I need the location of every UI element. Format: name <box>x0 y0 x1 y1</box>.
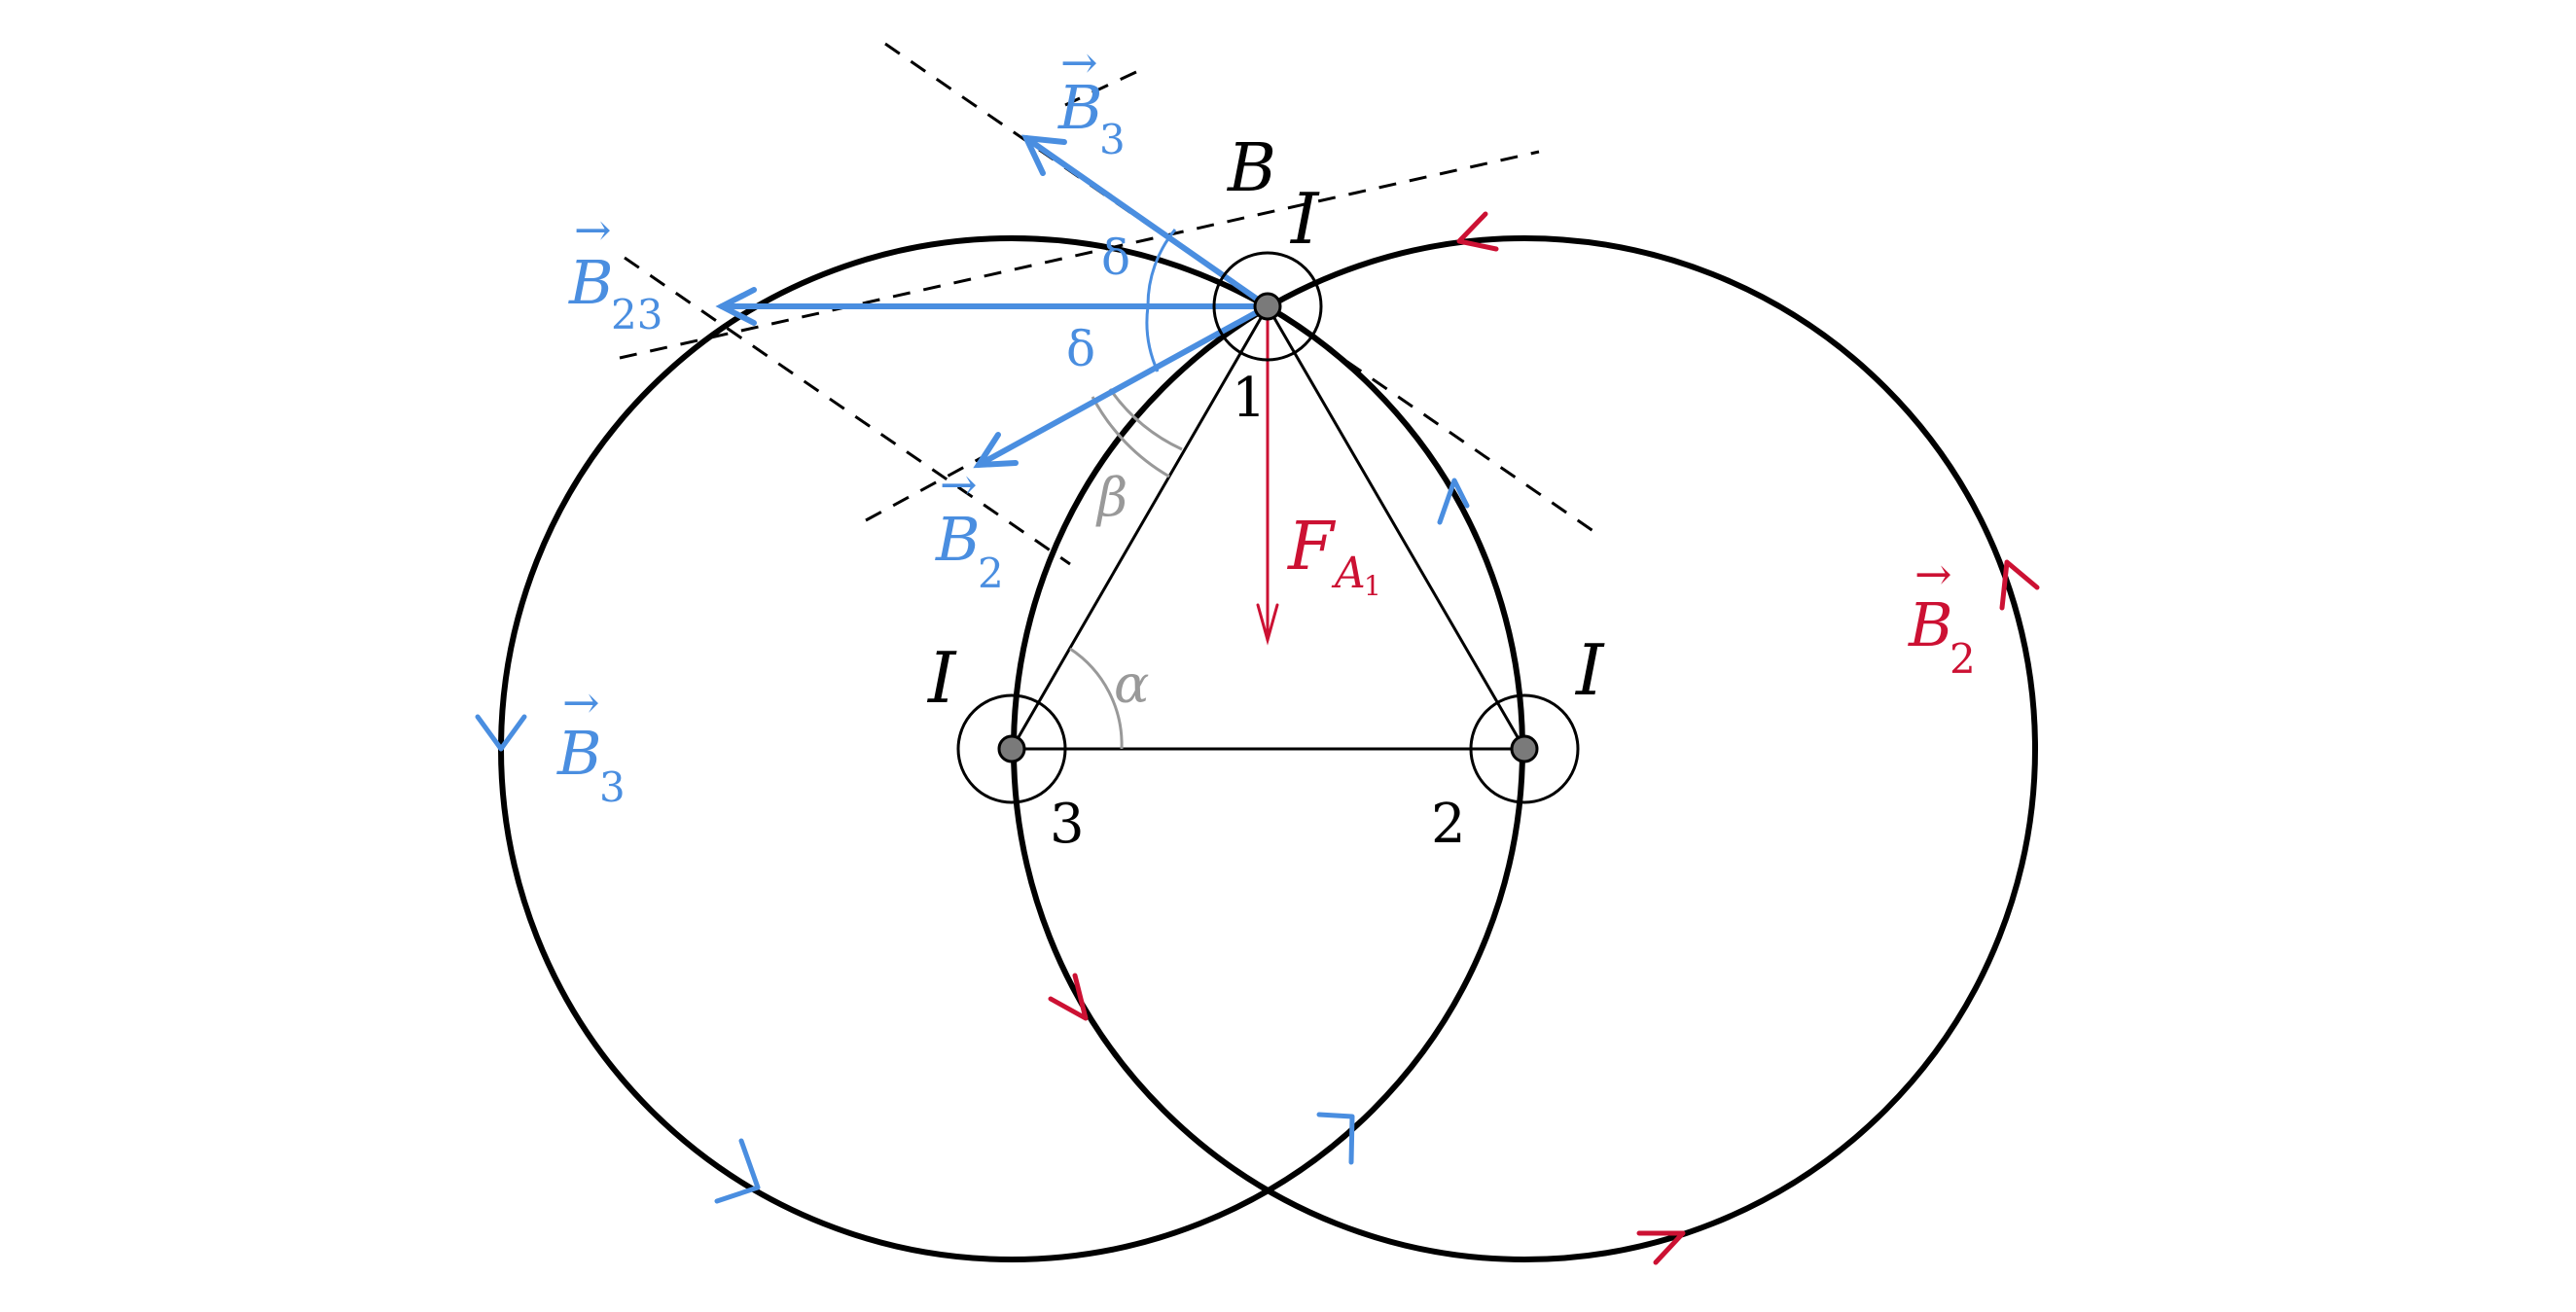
dashed-line-parallel-1 <box>1064 70 1137 107</box>
chevron-blue-left <box>475 714 527 752</box>
dashed-construction-lines <box>619 42 1604 566</box>
wire-3-dot <box>997 734 1026 763</box>
vector-B2-left-head <box>973 432 1019 469</box>
label-vector-B3-top-sub: 3 <box>1099 116 1126 163</box>
label-current-wire-1: I <box>1289 178 1320 260</box>
dashed-line-tangent-1 <box>884 42 1604 540</box>
label-vector-B2-right-arrow: → <box>1914 548 1952 600</box>
chevron-red-top <box>1456 211 1499 252</box>
label-vector-B3-left: → B 3 <box>556 676 626 811</box>
chevron-blue-bottom-middle <box>1316 1112 1355 1165</box>
wire-2-dot <box>1510 734 1539 763</box>
label-vector-B3-left-letter: B <box>556 718 602 789</box>
dashed-line-parallel-3 <box>865 455 984 522</box>
force-vector-head <box>1256 603 1279 646</box>
label-vector-B2-right-sub: 2 <box>1950 635 1976 683</box>
label-vector-B23-letter: B <box>568 247 614 318</box>
label-vector-B2-left: → B 2 <box>935 458 1004 597</box>
label-vector-B3-left-sub: 3 <box>599 763 626 811</box>
label-vector-B2-left-letter: B <box>935 504 981 575</box>
label-angle-beta: β <box>1095 467 1127 528</box>
wire-2-current-ring <box>1469 693 1580 804</box>
label-angle-delta-upper: δ <box>1101 230 1130 286</box>
label-wire-2-number: 2 <box>1431 793 1466 856</box>
dashed-line-tangent-2 <box>619 150 1540 360</box>
blue-vectors <box>715 134 1270 469</box>
vector-B3-top-head <box>1021 134 1067 176</box>
label-vector-B3-top-arrow: → <box>1060 36 1098 89</box>
label-angle-alpha: α <box>1114 654 1149 715</box>
label-current-wire-2: I <box>1574 629 1605 711</box>
label-angle-delta-lower: δ <box>1066 321 1095 377</box>
label-vector-B3-top-letter: B <box>1057 72 1103 143</box>
arc-alpha <box>1069 647 1124 750</box>
label-vector-B2-left-arrow: → <box>940 458 978 511</box>
wire-1-dot <box>1253 292 1282 321</box>
label-current-wire-3: I <box>926 637 957 719</box>
chevron-red-bottom <box>1636 1230 1686 1265</box>
label-wire-1-number: 1 <box>1232 367 1267 430</box>
arc-beta-inner <box>1108 388 1183 451</box>
chevron-blue-bottom-left <box>714 1138 761 1204</box>
chevron-red-right <box>1999 559 2040 611</box>
label-force-letter: F <box>1286 509 1337 585</box>
label-vector-B3-top: → B 3 <box>1057 36 1126 163</box>
label-force-subsub: 1 <box>1364 570 1381 602</box>
wire-3-current-ring <box>956 693 1067 804</box>
label-wire-3-number: 3 <box>1050 793 1085 856</box>
label-vector-B23-sub: 23 <box>611 291 662 338</box>
wire-1 <box>1212 251 1323 362</box>
dashed-line-parallel-2 <box>624 256 1071 566</box>
wire-2 <box>1469 693 1580 804</box>
label-vector-B2-right: → B 2 <box>1908 548 1976 683</box>
label-field-B: B <box>1226 130 1276 207</box>
arc-delta-lower <box>1145 305 1160 372</box>
triangle-side-2-1 <box>1266 305 1526 750</box>
label-vector-B2-right-letter: B <box>1908 589 1953 660</box>
direction-chevrons <box>475 211 2040 1265</box>
label-vector-B2-left-sub: 2 <box>978 550 1004 597</box>
triangle-side-3-1 <box>1010 305 1270 750</box>
label-vector-B23-arrow: → <box>574 203 612 256</box>
arc-beta-outer <box>1091 396 1170 479</box>
vector-B23-head <box>715 287 757 326</box>
label-force: F A 1 <box>1286 509 1381 602</box>
label-vector-B3-left-arrow: → <box>562 676 600 728</box>
label-force-sub: A <box>1331 549 1366 598</box>
vector-B3-top-shaft <box>1023 135 1270 309</box>
chevron-blue-middle-right <box>1437 478 1470 525</box>
wire-3 <box>956 693 1067 804</box>
chevron-red-center-left <box>1048 973 1089 1021</box>
label-vector-B23: → B 23 <box>568 203 662 338</box>
wire-1-current-ring <box>1212 251 1323 362</box>
force-vector <box>1256 304 1279 646</box>
